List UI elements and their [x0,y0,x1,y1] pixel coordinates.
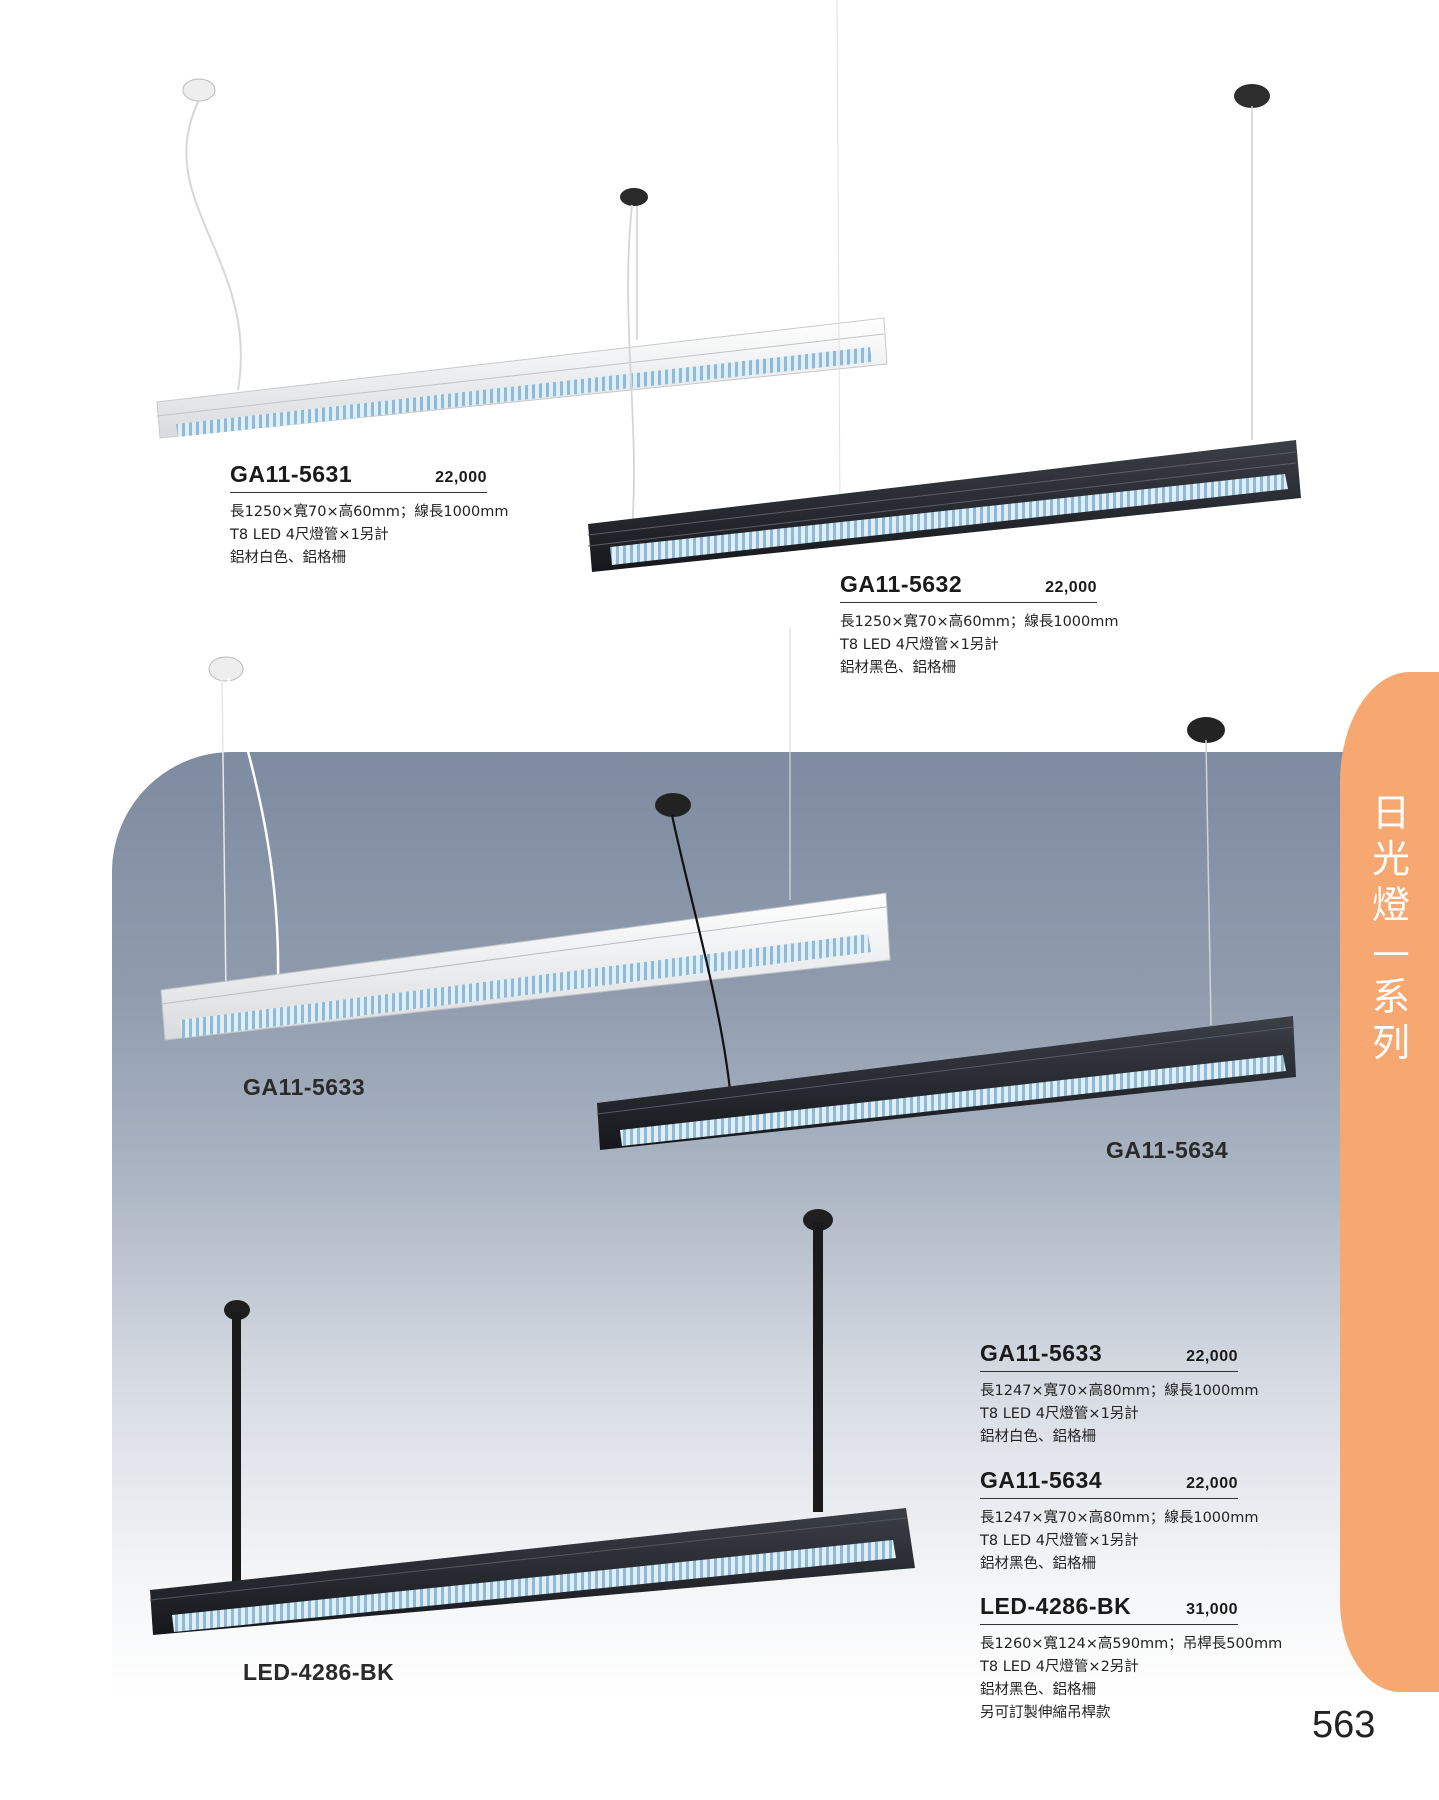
product-header: GA11-5632 22,000 [840,571,1097,603]
spec-line: 鋁材黑色、鋁格柵 [980,1556,1096,1572]
product-header: GA11-5633 22,000 [980,1340,1238,1372]
spec-line: 鋁材白色、鋁格柵 [230,550,346,566]
photo-ga11-5633 [160,628,891,1041]
photo-ga11-5634 [596,717,1296,1150]
product-code: GA11-5632 [840,571,963,597]
photo-label-led-4286-bk: LED-4286-BK [243,1659,395,1685]
spec-line: T8 LED 4尺燈管×1另計 [980,1406,1139,1422]
product-ga11-5631: GA11-5631 22,000 長1250×寬70×高60mm；線長1000m… [230,461,509,570]
product-price: 22,000 [1045,579,1097,596]
spec-line: 鋁材黑色、鋁格柵 [840,660,956,676]
product-code: GA11-5634 [980,1467,1103,1493]
product-header: GA11-5631 22,000 [230,461,487,493]
category-tab-label: 日光燈—系列 [1371,791,1410,1065]
product-code: GA11-5633 [980,1340,1103,1366]
spec-line: T8 LED 4尺燈管×1另計 [840,637,999,653]
photo-ga11-5632 [587,0,1301,572]
photo-ga11-5631 [156,78,888,439]
product-ga11-5632: GA11-5632 22,000 長1250×寬70×高60mm；線長1000m… [840,571,1119,680]
product-ga11-5634: GA11-5634 22,000 長1247×寬70×高80mm；線長1000m… [980,1467,1259,1576]
product-price: 22,000 [435,469,487,486]
spec-line: 鋁材黑色、鋁格柵 [980,1682,1096,1698]
photo-label-ga11-5633: GA11-5633 [243,1074,366,1100]
product-ga11-5633: GA11-5633 22,000 長1247×寬70×高80mm；線長1000m… [980,1340,1259,1449]
product-code: LED-4286-BK [980,1593,1132,1619]
spec-line: 長1247×寬70×高80mm；線長1000mm [980,1383,1259,1399]
spec-line: T8 LED 4尺燈管×1另計 [230,527,389,543]
photo-led-4286-bk [149,1209,915,1635]
spec-line: 長1250×寬70×高60mm；線長1000mm [230,504,509,520]
spec-line: T8 LED 4尺燈管×2另計 [980,1659,1139,1675]
product-header: GA11-5634 22,000 [980,1467,1238,1499]
product-price: 31,000 [1186,1601,1238,1618]
product-price: 22,000 [1186,1475,1238,1492]
spec-line: 長1260×寬124×高590mm；吊桿長500mm [980,1636,1283,1652]
spec-line: 長1250×寬70×高60mm；線長1000mm [840,614,1119,630]
category-tab [1340,672,1439,1692]
product-price: 22,000 [1186,1348,1238,1365]
photo-label-ga11-5634: GA11-5634 [1106,1137,1229,1163]
spec-line: T8 LED 4尺燈管×1另計 [980,1533,1139,1549]
spec-line: 另可訂製伸縮吊桿款 [980,1705,1111,1721]
page-number: 563 [1312,1704,1376,1746]
product-led-4286-bk: LED-4286-BK 31,000 長1260×寬124×高590mm；吊桿長… [980,1593,1283,1725]
spec-line: 長1247×寬70×高80mm；線長1000mm [980,1510,1259,1526]
spec-line: 鋁材白色、鋁格柵 [980,1429,1096,1445]
product-code: GA11-5631 [230,461,353,487]
product-header: LED-4286-BK 31,000 [980,1593,1238,1625]
